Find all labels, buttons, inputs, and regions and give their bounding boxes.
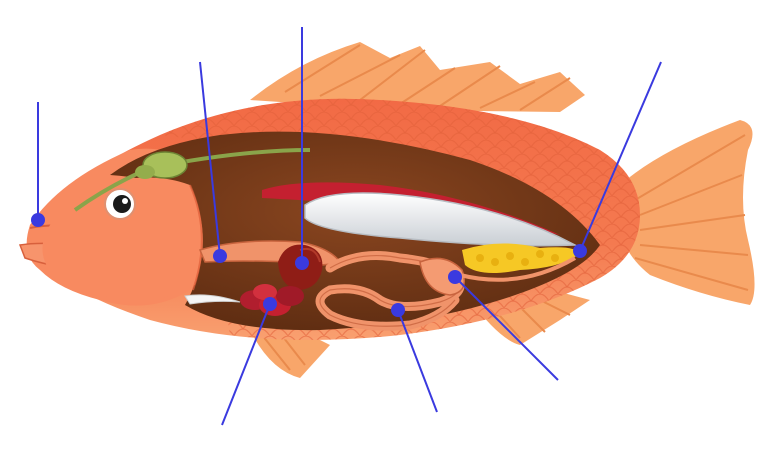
tail-fin (620, 120, 755, 305)
eye (104, 188, 136, 220)
pointer-line-5 (221, 303, 271, 426)
pointer-dot-stomach (448, 270, 462, 284)
gonad (462, 243, 579, 274)
gill-cover (42, 177, 203, 302)
label-pointer-dots (31, 213, 587, 317)
pointer-dot-gonad (573, 244, 587, 258)
pointer-line-7 (454, 276, 559, 381)
dorsal-fin (250, 42, 585, 112)
pointer-dot-esophagus (213, 249, 227, 263)
pelvic-fin (250, 330, 330, 378)
stomach (419, 257, 465, 296)
gallbladder (184, 294, 241, 305)
pointer-dot-gills (263, 297, 277, 311)
pointer-line-2 (199, 61, 221, 257)
brain-and-spinal-cord (73, 148, 311, 212)
label-pointers (37, 27, 662, 426)
pointer-dot-intestine (391, 303, 405, 317)
pointer-line-6 (397, 309, 438, 413)
pointer-dot-mouth (31, 213, 45, 227)
pointer-dot-liver (295, 256, 309, 270)
swim-bladder (304, 192, 578, 247)
pointer-line-4 (579, 61, 662, 252)
intestine-tail (459, 256, 577, 282)
